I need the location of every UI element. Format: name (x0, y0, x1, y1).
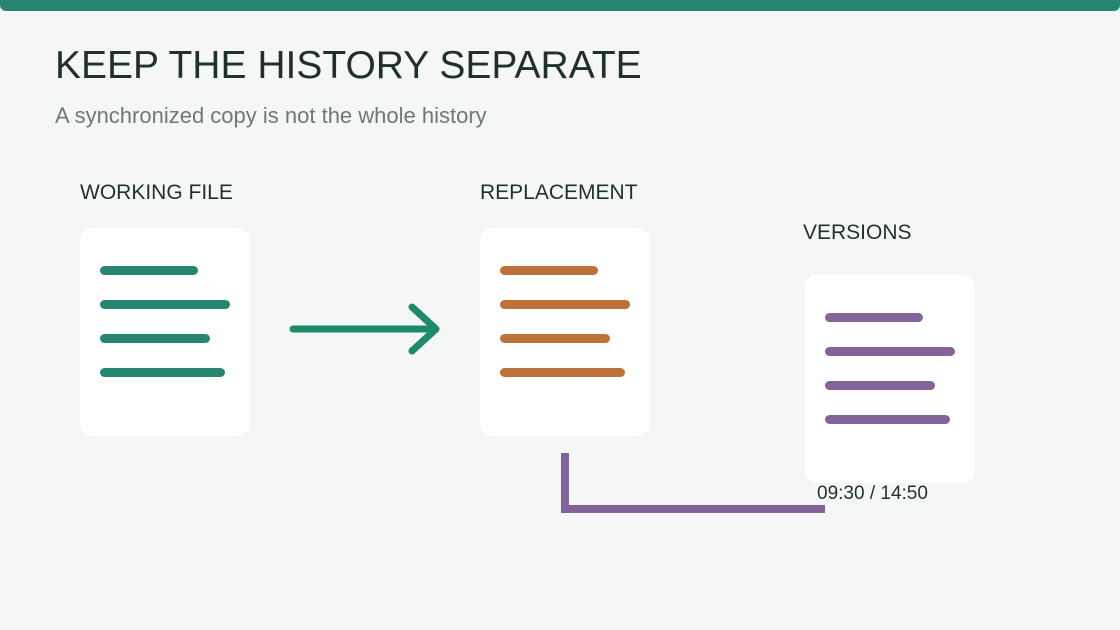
document-line (500, 334, 610, 343)
page-subtitle: A synchronized copy is not the whole his… (55, 103, 487, 128)
document-line (500, 300, 630, 309)
top-accent-bar (0, 0, 1120, 11)
versions-document-icon (805, 275, 975, 483)
replacement-document-icon (480, 228, 650, 436)
page-title: KEEP THE HISTORY SEPARATE (55, 44, 642, 87)
document-line (825, 381, 935, 390)
document-line (825, 313, 923, 322)
versions-label: VERSIONS (803, 221, 912, 244)
document-line (500, 266, 598, 275)
document-line (500, 368, 625, 377)
document-line (100, 368, 225, 377)
right-arrow-icon (289, 303, 440, 355)
history-elbow-connector (561, 453, 825, 513)
document-line (825, 415, 950, 424)
document-line (100, 300, 230, 309)
version-timestamps: 09:30 / 14:50 (817, 483, 928, 504)
working-file-label: WORKING FILE (80, 181, 233, 204)
replacement-label: REPLACEMENT (480, 181, 638, 204)
document-line (825, 347, 955, 356)
document-line (100, 266, 198, 275)
document-line (100, 334, 210, 343)
working-file-document-icon (80, 228, 250, 436)
